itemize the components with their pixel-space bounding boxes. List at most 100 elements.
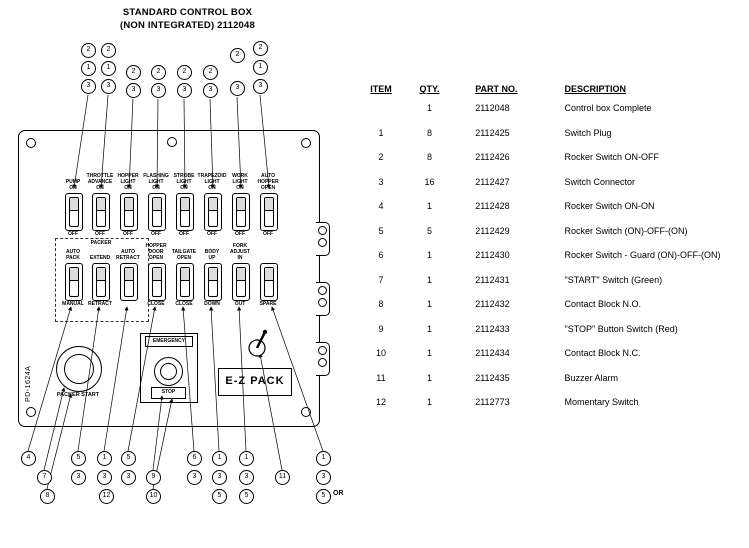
callout-1: 1 [81,61,96,76]
cell-qty: 16 [424,176,435,187]
rocker-slot [124,267,134,297]
cell-qty: 1 [427,103,433,113]
cell-desc: Rocker Switch (ON)-OFF-(ON) [564,225,688,236]
packer-start-button-inner [64,354,94,384]
label-line: LIGHT [204,179,220,185]
label-line: ADVANCE [87,179,113,185]
rocker-switch [260,263,278,301]
rocker-switch [65,193,83,231]
rocker-nub [153,268,161,281]
switch-bottom-label: MANUAL [62,301,84,307]
rocker-nub [181,198,189,211]
cell-desc: "STOP" Button Switch (Red) [564,323,678,334]
rocker-nub [70,268,78,281]
callout-3: 3 [239,470,254,485]
cell-part: 2112435 [475,372,510,383]
callout-2: 2 [81,43,96,58]
emergency-label: EMERGENCY [145,336,193,347]
or-label: OR [333,490,344,497]
callout-5: 5 [316,489,331,504]
brand-plate: E-Z PACK [218,368,292,396]
connector-bump [318,238,327,247]
cell-item: 12 [375,397,386,407]
cell-part: 2112432 [475,299,510,309]
cell-desc: Rocker Switch ON-OFF [564,152,660,162]
cell-desc: Switch Plug [564,127,612,138]
switch-bottom-label: OUT [234,301,246,307]
callout-5: 5 [212,489,227,504]
cell-part: 2112430 [475,250,510,260]
screw-icon [167,137,177,147]
screw-icon [26,407,36,417]
rocker-slot [69,197,79,227]
connector-bump [318,286,327,295]
rocker-switch [148,193,166,231]
rocker-switch [120,263,138,301]
label-line: HOPPER [117,173,139,179]
switch-off-label: OFF [263,231,273,237]
callout-3: 3 [97,470,112,485]
switch-off-label: OFF [68,231,78,237]
label-line: PACK [66,255,80,261]
callout-9: 9 [146,470,161,485]
rocker-switch [232,263,250,301]
label-line: LIGHT [120,179,136,185]
label-line: HOPPER [145,243,167,249]
connector-bump [318,298,327,307]
switch-off-label: OFF [235,231,245,237]
label-line: FLASHING [143,173,169,179]
cell-item: 1 [378,127,384,138]
label-line: ON [152,185,160,191]
label-line: STROBE [173,173,195,179]
cell-qty: 1 [427,397,433,407]
page-title-line1: STANDARD CONTROL BOX [122,7,253,18]
label-line: LIGHT [176,179,192,185]
rocker-switch [260,193,278,231]
page-title-line2: (NON INTEGRATED) 2112048 [119,20,256,31]
label-line: OPEN [176,255,192,261]
label-line: ADJUST [229,249,250,255]
callout-1: 1 [239,451,254,466]
rocker-switch [176,193,194,231]
cable-connector [316,222,330,256]
label-line: ON [236,185,244,191]
callout-8: 8 [40,489,55,504]
callout-1: 1 [97,451,112,466]
cell-item: 8 [378,299,384,309]
label-line: AUTO [260,173,276,179]
cell-desc: Momentary Switch [564,397,639,407]
emergency-stop-button-inner [160,363,177,380]
rocker-slot [69,267,79,297]
cell-item [358,103,404,128]
label-line: LIGHT [148,179,164,185]
cell-part: 2112048 [475,103,510,113]
callout-3: 3 [81,79,96,94]
callout-1: 1 [212,451,227,466]
screw-icon [301,138,311,148]
cell-part: 2112434 [475,348,510,358]
callout-3: 3 [151,83,166,98]
label-line: EXTEND [89,255,111,261]
cell-item: 3 [378,176,384,187]
callout-3: 3 [177,83,192,98]
cell-qty: 1 [427,323,433,334]
cell-item: 9 [378,323,384,334]
cell-desc: "START" Switch (Green) [564,274,663,285]
cell-item: 10 [375,348,386,358]
callout-3: 3 [121,470,136,485]
label-line: ON [96,185,104,191]
rocker-slot [208,197,218,227]
stop-label: STOP [151,387,186,399]
cell-part: 2112433 [475,323,510,334]
rocker-switch [232,193,250,231]
